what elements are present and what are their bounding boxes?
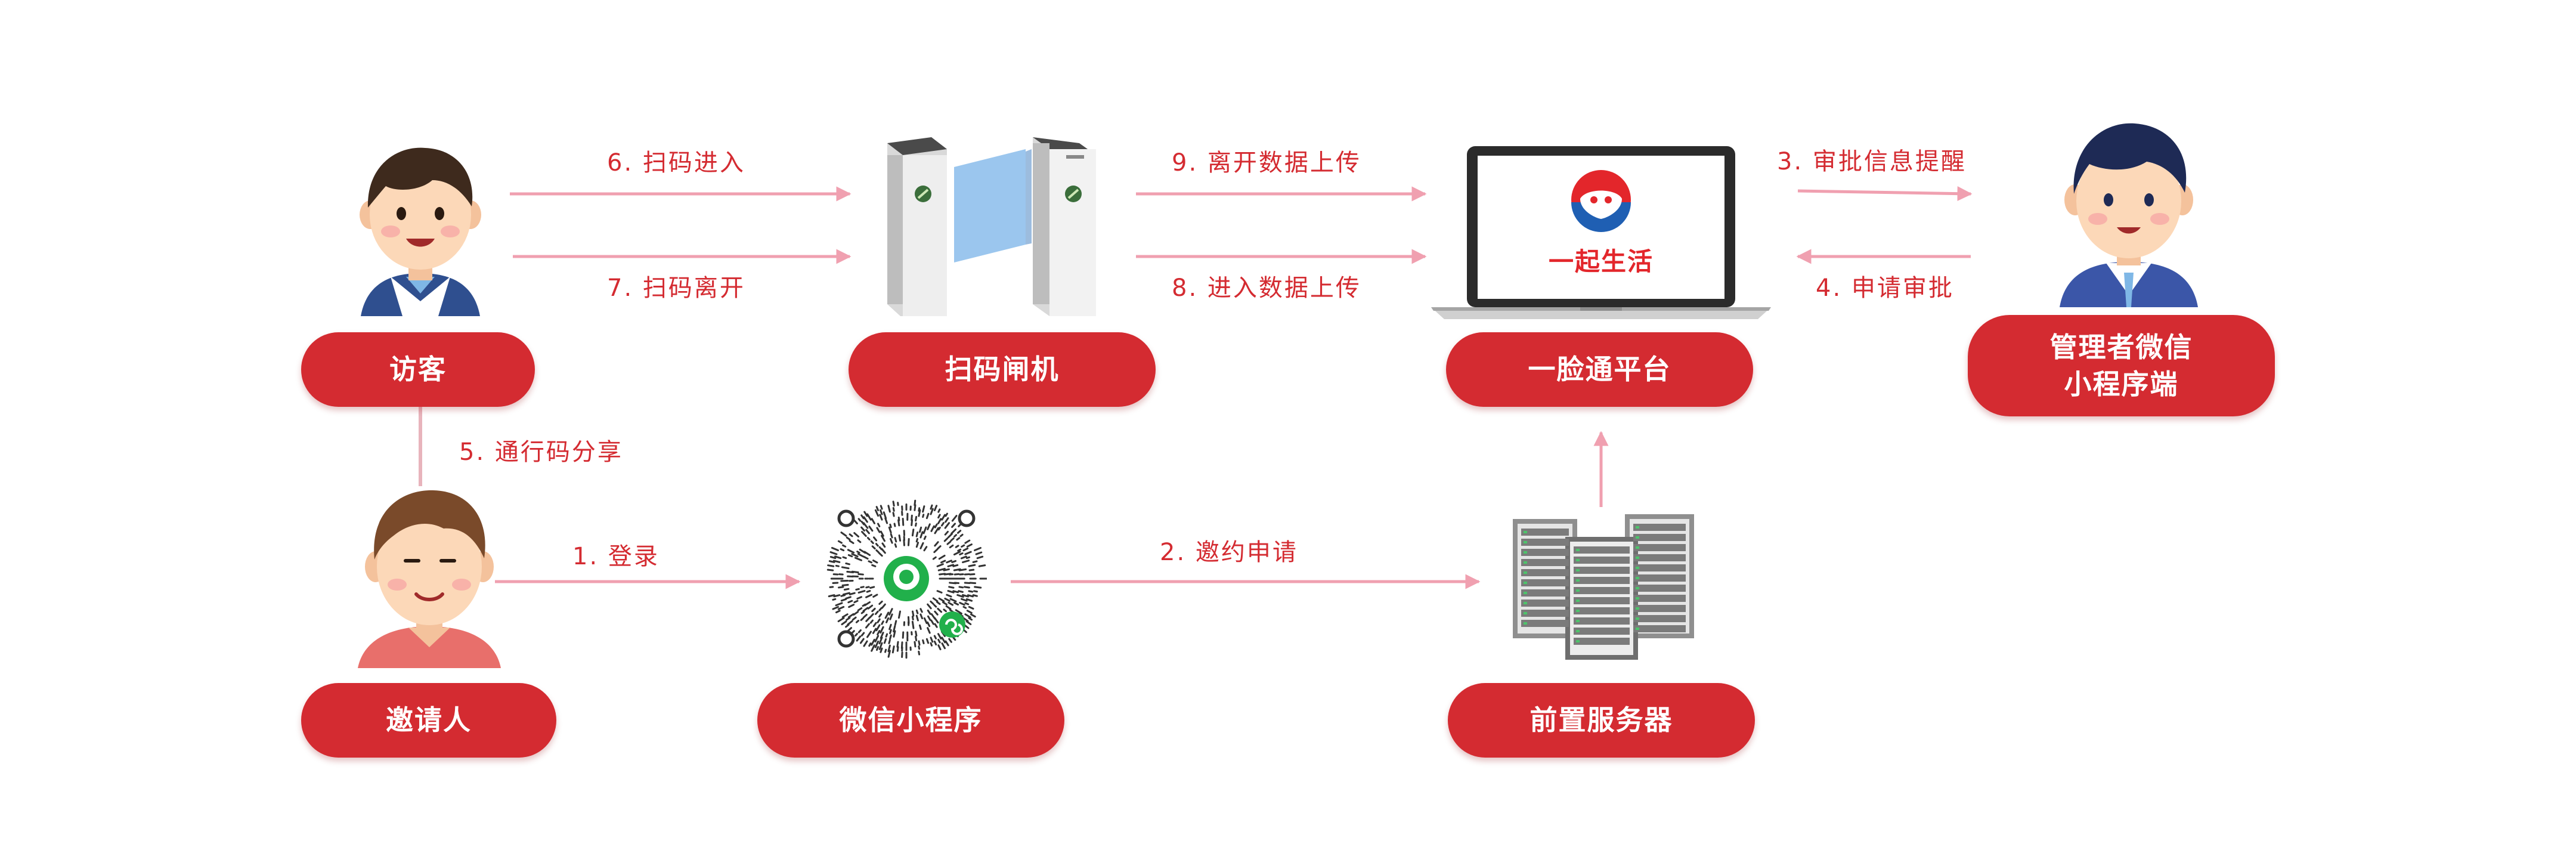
node-inviter-label: 邀请人 [386,704,472,737]
edge-label-scan-enter: 6. 扫码进入 [607,149,745,177]
arrow-approval-notice [1797,186,1973,202]
node-platform-label: 一脸通平台 [1528,353,1671,386]
edge-label-code-share: 5. 通行码分享 [459,438,623,466]
node-server: 前置服务器 [1448,683,1755,758]
node-visitor-label: 访客 [389,353,447,386]
qr-code-icon [826,499,987,659]
node-miniprogram-label: 微信小程序 [839,704,983,737]
edge-label-enter-upload: 8. 进入数据上传 [1172,274,1361,302]
edge-label-approval: 4. 申请审批 [1816,274,1954,302]
laptop-icon [1431,146,1771,319]
node-admin-label: 管理者微信 小程序端 [2049,330,2193,400]
young-man-avatar-icon [358,490,501,668]
node-inviter: 邀请人 [301,683,556,758]
node-visitor: 访客 [301,332,535,407]
edge-label-approval-notice: 3. 审批信息提醒 [1777,148,1967,175]
edge-label-login: 1. 登录 [572,543,660,570]
node-platform: 一脸通平台 [1446,332,1753,407]
node-server-label: 前置服务器 [1530,704,1673,737]
node-admin: 管理者微信 小程序端 [1968,315,2275,416]
turnstile-gate-icon [887,137,1096,316]
server-rack-icon [1513,514,1694,660]
node-gate: 扫码闸机 [849,332,1156,407]
edge-label-invite-apply: 2. 邀约申请 [1160,539,1298,566]
edge-label-scan-leave: 7. 扫码离开 [607,274,745,302]
manager-avatar-icon [2060,123,2198,307]
node-gate-label: 扫码闸机 [945,353,1060,386]
edge-label-leave-upload: 9. 离开数据上传 [1172,149,1361,177]
yiqishenghuo-logo-icon [1571,170,1631,232]
boy-avatar-icon [360,147,481,316]
logo-text: 一起生活 [1548,247,1654,276]
node-miniprogram: 微信小程序 [757,683,1064,758]
